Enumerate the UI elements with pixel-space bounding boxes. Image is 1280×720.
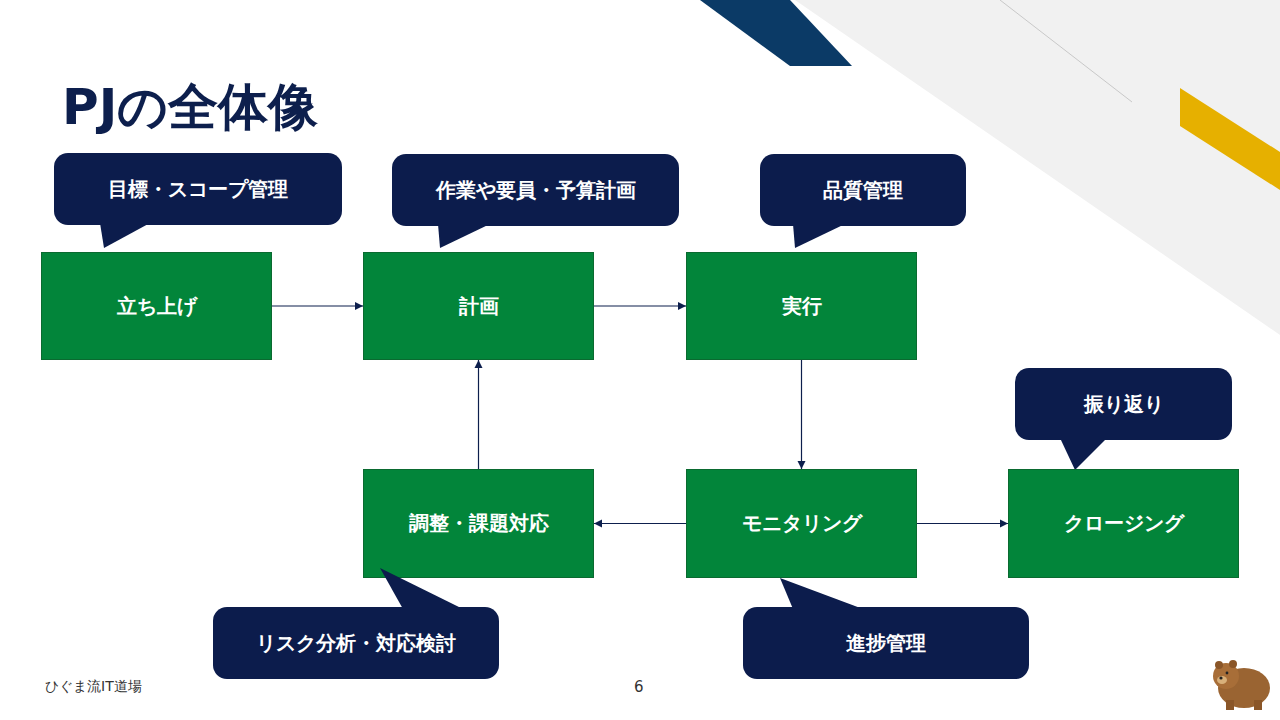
callout-text: 振り返り (1076, 392, 1172, 417)
thin-stripe (1000, 0, 1132, 102)
callout-bubble: 作業や要員・予算計画 (392, 154, 679, 226)
bear-illustration (1213, 660, 1270, 710)
page-number: 6 (634, 678, 644, 696)
callout-bubble: リスク分析・対応検討 (213, 607, 499, 679)
box-label: 計画 (451, 294, 507, 319)
process-box: 立ち上げ (41, 252, 272, 360)
process-box: クロージング (1008, 469, 1239, 578)
callout-bubble: 振り返り (1015, 368, 1232, 440)
process-box: 実行 (686, 252, 917, 360)
callout-bubble: 品質管理 (760, 154, 966, 226)
callout-bubble: 目標・スコープ管理 (54, 153, 342, 225)
navy-stripe (700, 0, 852, 66)
box-label: クロージング (1056, 511, 1192, 536)
box-label: 立ち上げ (109, 294, 205, 319)
callout-text: 作業や要員・予算計画 (428, 178, 644, 203)
flow-arrow (801, 360, 802, 469)
gold-stripe (1180, 88, 1280, 190)
process-box: モニタリング (686, 469, 917, 578)
box-label: モニタリング (734, 511, 870, 536)
callout-text: 品質管理 (815, 178, 911, 203)
flow-arrow (917, 523, 1008, 524)
footer-text: ひぐま流IT道場 (45, 678, 142, 696)
box-label: 実行 (774, 294, 830, 319)
flow-arrow (594, 305, 686, 306)
callout-text: 目標・スコープ管理 (100, 177, 296, 202)
callout-text: 進捗管理 (838, 631, 934, 656)
flow-arrow (594, 523, 686, 524)
flow-arrow (272, 305, 363, 306)
process-box: 調整・課題対応 (363, 469, 594, 578)
flow-arrow (478, 360, 479, 469)
box-label: 調整・課題対応 (401, 511, 557, 536)
callout-bubble: 進捗管理 (743, 607, 1029, 679)
callout-text: リスク分析・対応検討 (248, 631, 464, 656)
slide-title: PJの全体像 (62, 74, 318, 141)
process-box: 計画 (363, 252, 594, 360)
